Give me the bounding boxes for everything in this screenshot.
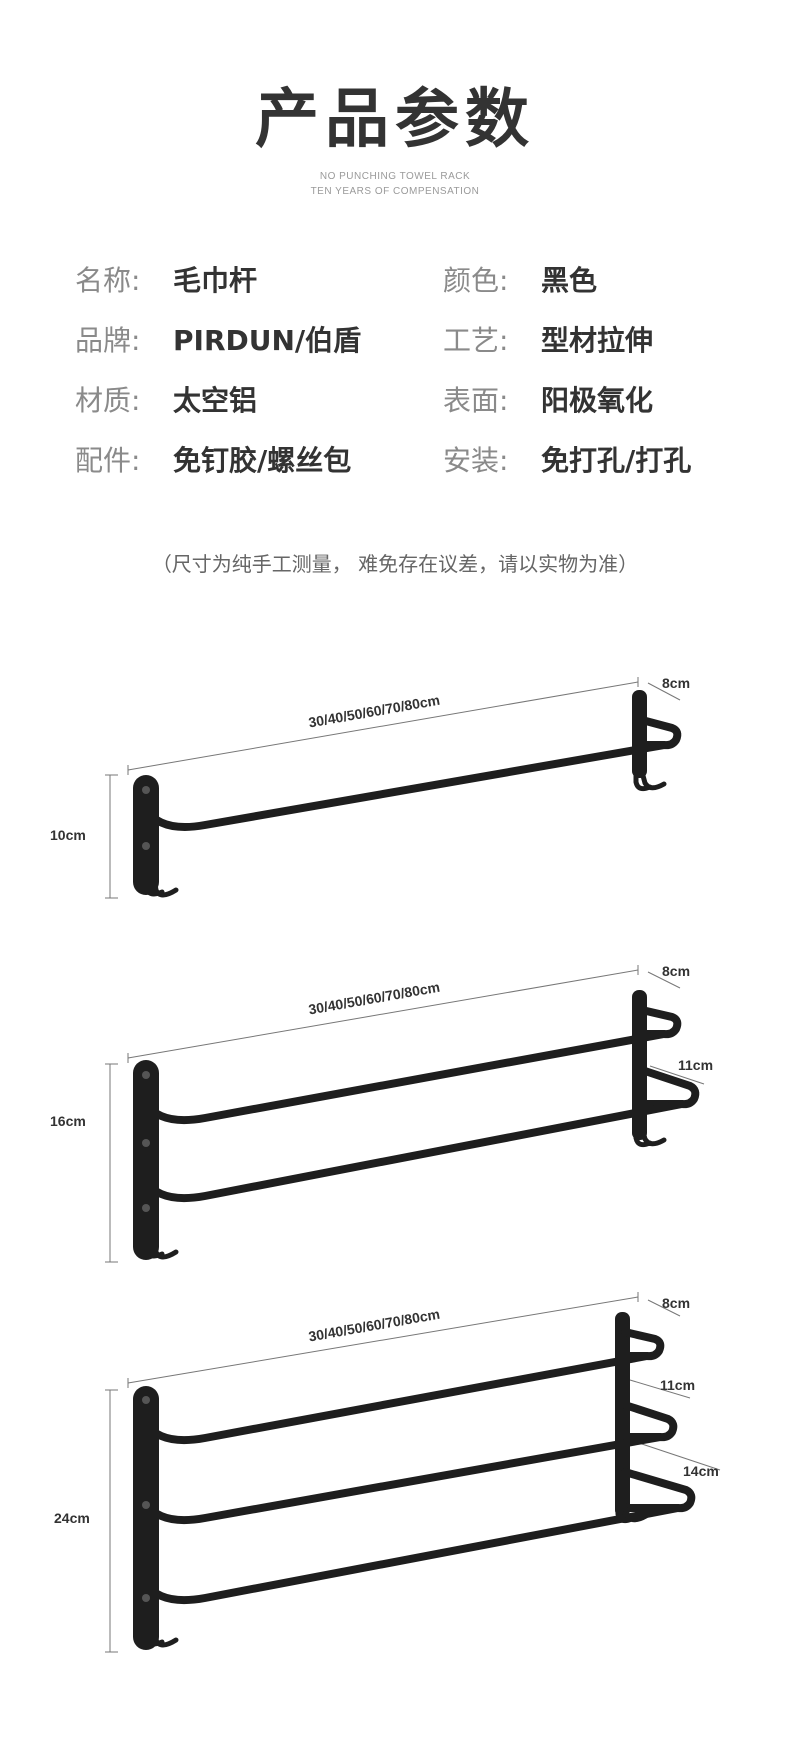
spec-value: 免打孔/打孔	[541, 444, 692, 477]
spec-label: 工艺:	[443, 324, 509, 357]
subtitle-line-2: TEN YEARS OF COMPENSATION	[310, 186, 480, 197]
spec-value: PIRDUN/伯盾	[173, 324, 362, 357]
rack-bar	[133, 990, 700, 1260]
subtitle-line-1: NO PUNCHING TOWEL RACK	[319, 171, 471, 182]
height-label: 24cm	[54, 1510, 90, 1526]
spec-label: 安装:	[443, 444, 509, 477]
spec-label: 颜色:	[443, 264, 509, 297]
spec-value: 免钉胶/螺丝包	[173, 444, 352, 477]
depth-label: 8cm	[662, 1295, 690, 1311]
spec-value: 阳极氧化	[541, 384, 654, 417]
dimension-lines	[105, 965, 705, 1263]
spec-label: 品牌:	[75, 324, 141, 357]
height-label: 16cm	[50, 1113, 86, 1129]
depth-label: 11cm	[660, 1377, 695, 1393]
rack-diagram-single: 30/40/50/60/70/80cm 8cm 10cm	[50, 675, 690, 899]
length-label: 30/40/50/60/70/80cm	[307, 1306, 441, 1345]
rack-bar	[133, 1312, 696, 1650]
length-label: 30/40/50/60/70/80cm	[307, 692, 441, 731]
spec-label: 材质:	[75, 384, 141, 417]
dimension-lines	[105, 1292, 721, 1653]
rack-diagram-double: 30/40/50/60/70/80cm 8cm 11cm 16cm	[50, 963, 713, 1263]
spec-value: 黑色	[541, 264, 598, 297]
spec-value: 太空铝	[173, 384, 258, 417]
spec-label: 名称:	[75, 264, 141, 297]
spec-value: 型材拉伸	[541, 324, 654, 357]
depth-label: 14cm	[683, 1463, 719, 1479]
length-label: 30/40/50/60/70/80cm	[307, 979, 441, 1018]
page-title: 产品参数	[255, 83, 535, 157]
spec-value: 毛巾杆	[173, 264, 258, 297]
depth-label: 11cm	[678, 1057, 713, 1073]
spec-label: 配件:	[75, 444, 141, 477]
dimension-lines	[105, 677, 681, 899]
depth-label: 8cm	[662, 963, 690, 979]
spec-label: 表面:	[443, 384, 509, 417]
height-label: 10cm	[50, 827, 86, 843]
depth-label: 8cm	[662, 675, 690, 691]
measurement-note: （尺寸为纯手工测量， 难免存在议差，请以实物为准）	[151, 552, 639, 576]
rack-bar	[133, 690, 682, 898]
rack-diagram-triple: 30/40/50/60/70/80cm 8cm 11cm 14cm 24cm	[54, 1292, 721, 1653]
